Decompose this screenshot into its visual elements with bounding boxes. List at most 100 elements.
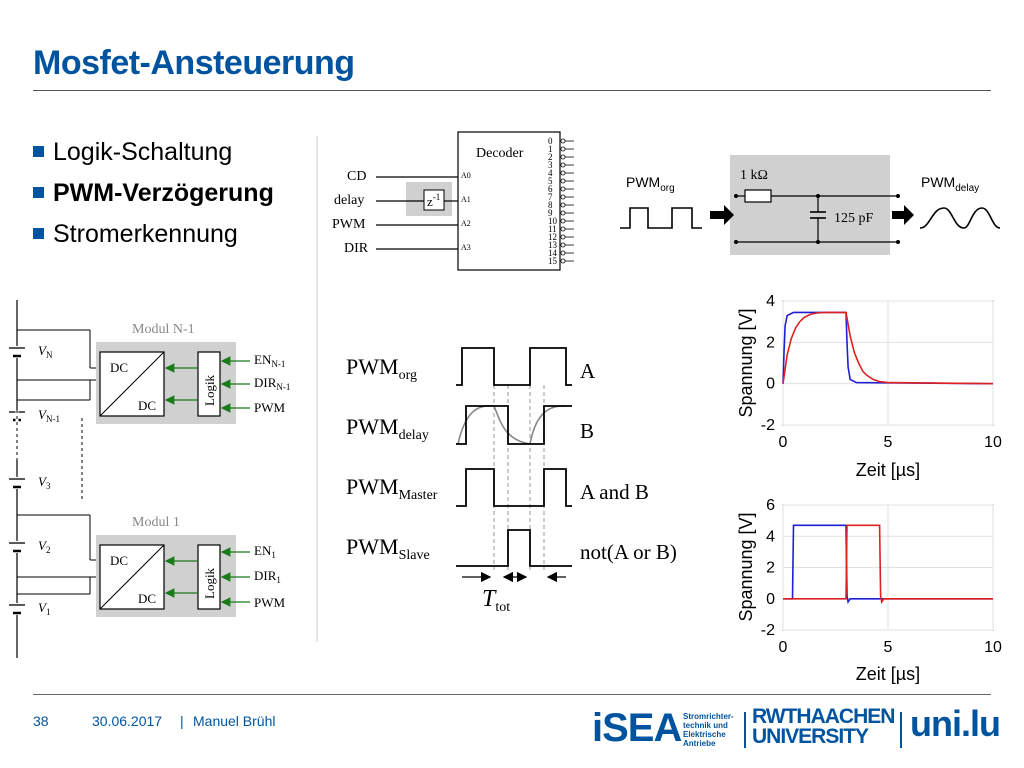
bullet-label: PWM-Verzögerung	[53, 179, 274, 207]
decoder-output-label: 11	[548, 224, 557, 234]
chart-series	[782, 311, 994, 385]
timing-row-label: PWMSlave	[346, 534, 430, 563]
output-pin	[560, 138, 566, 144]
decoder-input-label: PWM	[332, 217, 366, 232]
output-pin	[560, 218, 566, 224]
timing-row-label: PWMMaster	[346, 474, 438, 503]
delay-block-label: z-1	[427, 192, 440, 209]
output-pin	[560, 234, 566, 240]
logic-label: Logik	[202, 374, 217, 406]
module-top-title: Modul N-1	[132, 322, 195, 337]
bullet-label: Stromerkennung	[53, 220, 238, 248]
ttot-label: Ttot	[482, 586, 510, 615]
decoder-output-label: 1	[548, 144, 553, 154]
isea-subtitle-line: Elektrische	[683, 730, 726, 739]
x-tick-label: 10	[984, 639, 1002, 656]
cell-gap	[8, 603, 26, 615]
waveform-delay	[456, 405, 572, 445]
dc-label: DC	[138, 398, 156, 413]
cell-gap	[8, 477, 26, 489]
logic-label: Logik	[202, 567, 217, 599]
logic-expression: A and B	[580, 480, 649, 504]
decoder-output-label: 4	[548, 168, 553, 178]
y-tick-label: 2	[766, 334, 775, 351]
signal-label: DIRN-1	[254, 375, 290, 392]
output-pin	[560, 250, 566, 256]
bullet-item-active: PWM-Verzögerung	[33, 173, 274, 214]
signal-label: PWM	[254, 595, 286, 610]
signal-label: ENN-1	[254, 352, 285, 369]
decoder-pin-label: A1	[461, 195, 471, 204]
x-tick-label: 0	[779, 639, 788, 656]
series-line	[783, 524, 993, 604]
output-pin	[560, 194, 566, 200]
isea-subtitle-line: Stromrichter-	[683, 712, 734, 721]
output-pin	[560, 170, 566, 176]
arrow-right-icon	[710, 205, 734, 225]
y-tick-label: 0	[766, 591, 775, 608]
decoder-output-label: 6	[548, 184, 553, 194]
output-pin	[560, 226, 566, 232]
logic-expression: A	[580, 359, 596, 383]
logic-expression: B	[580, 419, 594, 443]
decoder-output-label: 12	[548, 232, 557, 242]
x-axis-label: Zeit [µs]	[856, 664, 920, 684]
x-axis-label: Zeit [µs]	[856, 460, 920, 480]
output-pin	[560, 258, 566, 264]
waveform-slave	[456, 529, 572, 567]
dc-label: DC	[110, 553, 128, 568]
bullet-item: Logik-Schaltung	[33, 132, 274, 173]
output-pin	[560, 186, 566, 192]
decoder-pin-label: A3	[461, 243, 471, 252]
logo-divider	[744, 712, 746, 748]
decoder-output-label: 0	[548, 136, 553, 146]
signal-label: EN1	[254, 543, 276, 560]
bullet-label: Logik-Schaltung	[53, 138, 233, 166]
voltage-label: V3	[38, 474, 51, 491]
x-tick-label: 5	[884, 434, 893, 451]
decoder-output-label: 9	[548, 208, 553, 218]
output-pin	[560, 242, 566, 248]
footer-date: 30.06.2017	[92, 713, 163, 729]
voltage-label: V2	[38, 538, 50, 555]
decoder-output-label: 5	[548, 176, 553, 186]
decoder-box	[457, 131, 561, 271]
logic-block-bottom	[197, 544, 221, 610]
square-bullet-icon	[33, 187, 44, 198]
y-axis-label: Spannung [V]	[736, 512, 756, 621]
decoder-output-label: 15	[548, 256, 558, 266]
decoder-input-label: CD	[347, 169, 366, 184]
decoder-input-label: DIR	[344, 241, 369, 256]
y-tick-label: 6	[766, 497, 775, 514]
square-bullet-icon	[33, 146, 44, 157]
isea-logo: iSEA	[592, 706, 682, 750]
output-pin	[560, 146, 566, 152]
output-pin	[560, 162, 566, 168]
unilu-logo: uni.lu	[910, 703, 1001, 744]
dc-label: DC	[138, 591, 156, 606]
module-bottom-title: Modul 1	[132, 515, 180, 530]
waveform-master	[456, 468, 572, 507]
decoder-pin-label: A0	[461, 171, 471, 180]
decoder-diagram: Decoder z-1 CD delay PWM DIR A0 A1 A2 A3…	[332, 131, 574, 271]
module-schematic: Modul N-1 DC DC Logik ENN-1 DIRN-1 PWM M…	[8, 300, 290, 658]
decoder-output-label: 8	[548, 200, 553, 210]
isea-subtitle-line: Antriebe	[683, 739, 716, 748]
rwth-logo: RWTHAACHEN UNIVERSITY	[752, 706, 895, 747]
resistor-symbol	[744, 189, 772, 203]
resistor-label: 1 kΩ	[740, 168, 768, 183]
output-pin	[560, 178, 566, 184]
series-line	[783, 524, 993, 604]
voltage-label: VN	[38, 343, 53, 360]
signal-label: DIR1	[254, 568, 281, 585]
isea-subtitle: Stromrichter- technik und Elektrische An…	[683, 712, 743, 748]
decoder-output-label: 14	[548, 248, 558, 258]
title-divider	[33, 90, 991, 91]
logic-expression: not(A or B)	[580, 540, 677, 564]
y-tick-label: 2	[766, 560, 775, 577]
decoder-output-label: 3	[548, 160, 553, 170]
